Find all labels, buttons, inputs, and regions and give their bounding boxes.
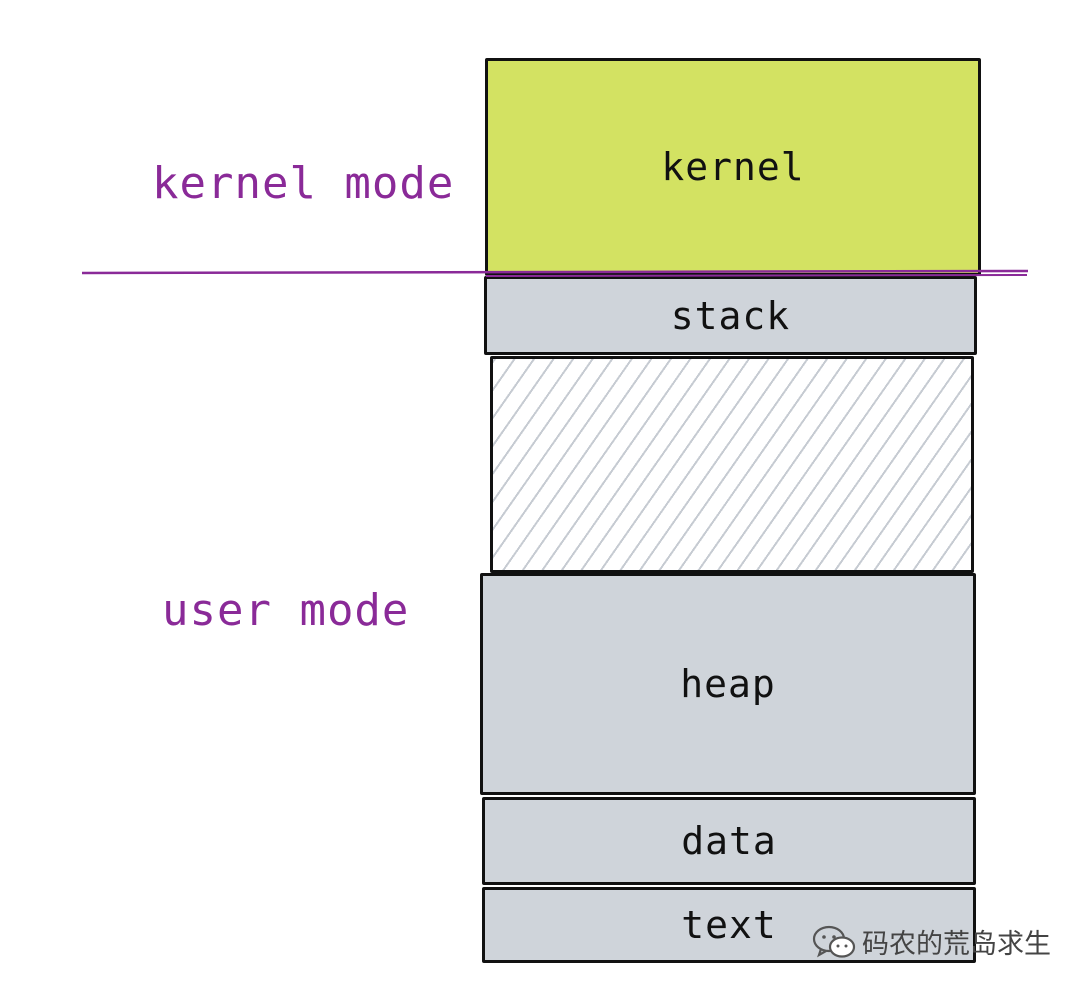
text-segment-label: text <box>681 903 777 947</box>
kernel-mode-label: kernel mode <box>152 158 455 209</box>
heap-segment: heap <box>480 573 976 795</box>
stack-segment-label: stack <box>670 293 791 338</box>
heap-segment-label: heap <box>680 662 776 706</box>
wechat-icon <box>812 925 856 958</box>
kernel-segment-label: kernel <box>661 145 805 189</box>
data-segment: data <box>482 797 976 885</box>
user-mode-label: user mode <box>162 585 410 636</box>
kernel-segment: kernel <box>485 58 981 276</box>
stack-segment: stack <box>484 276 977 355</box>
watermark-text: 码农的荒岛求生 <box>862 929 1051 960</box>
data-segment-label: data <box>681 819 777 863</box>
free-space-segment <box>490 356 974 573</box>
text-segment: text <box>482 887 976 963</box>
watermark: 码农的荒岛求生 <box>812 922 1051 961</box>
